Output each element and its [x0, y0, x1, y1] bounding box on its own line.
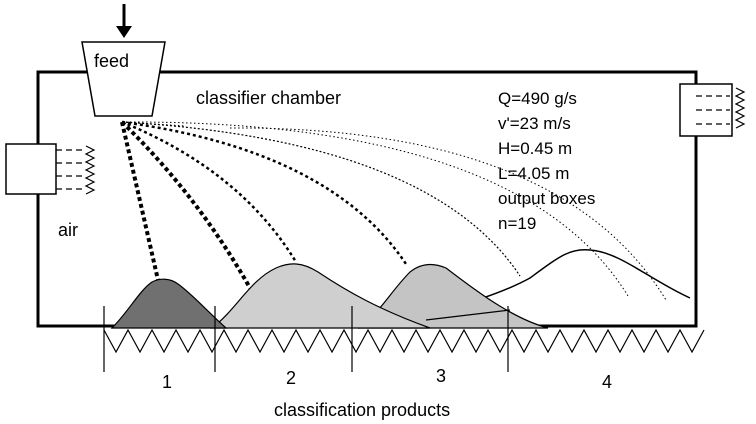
param-velocity: v'=23 m/s [498, 114, 571, 133]
param-flow-rate: Q=490 g/s [498, 89, 577, 108]
air-outlet [679, 83, 746, 137]
param-output-boxes: output boxes [498, 189, 595, 208]
trajectory-5 [121, 121, 521, 277]
param-box-count: n=19 [498, 214, 536, 233]
air-label: air [58, 220, 78, 240]
trajectory-2 [120, 120, 252, 289]
feed-label: feed [94, 51, 129, 71]
trajectory-7 [121, 121, 187, 127]
fraction-1-pile [110, 278, 228, 329]
fraction-label-4: 4 [602, 372, 612, 392]
param-height: H=0.45 m [498, 139, 572, 158]
chamber-label: classifier chamber [196, 88, 341, 108]
fraction-separators [103, 306, 509, 372]
particle-trajectories [120, 120, 667, 301]
trajectory-4 [121, 120, 408, 265]
parameters-block: Q=490 g/s v'=23 m/s H=0.45 m L=4.05 m ou… [498, 89, 595, 233]
fraction-label-3: 3 [436, 366, 446, 386]
trajectory-1 [120, 121, 160, 281]
feed-hopper [81, 41, 166, 117]
air-inlet [5, 143, 96, 195]
trajectory-3 [121, 120, 298, 263]
products-label: classification products [274, 400, 450, 420]
fraction-label-2: 2 [286, 368, 296, 388]
fraction-label-1: 1 [162, 372, 172, 392]
param-length: L=4.05 m [498, 164, 569, 183]
feed-arrow [116, 4, 132, 38]
fraction-4-base [425, 309, 511, 321]
output-boxes-sawtooth [103, 328, 705, 354]
fraction-2-pile [210, 263, 431, 329]
